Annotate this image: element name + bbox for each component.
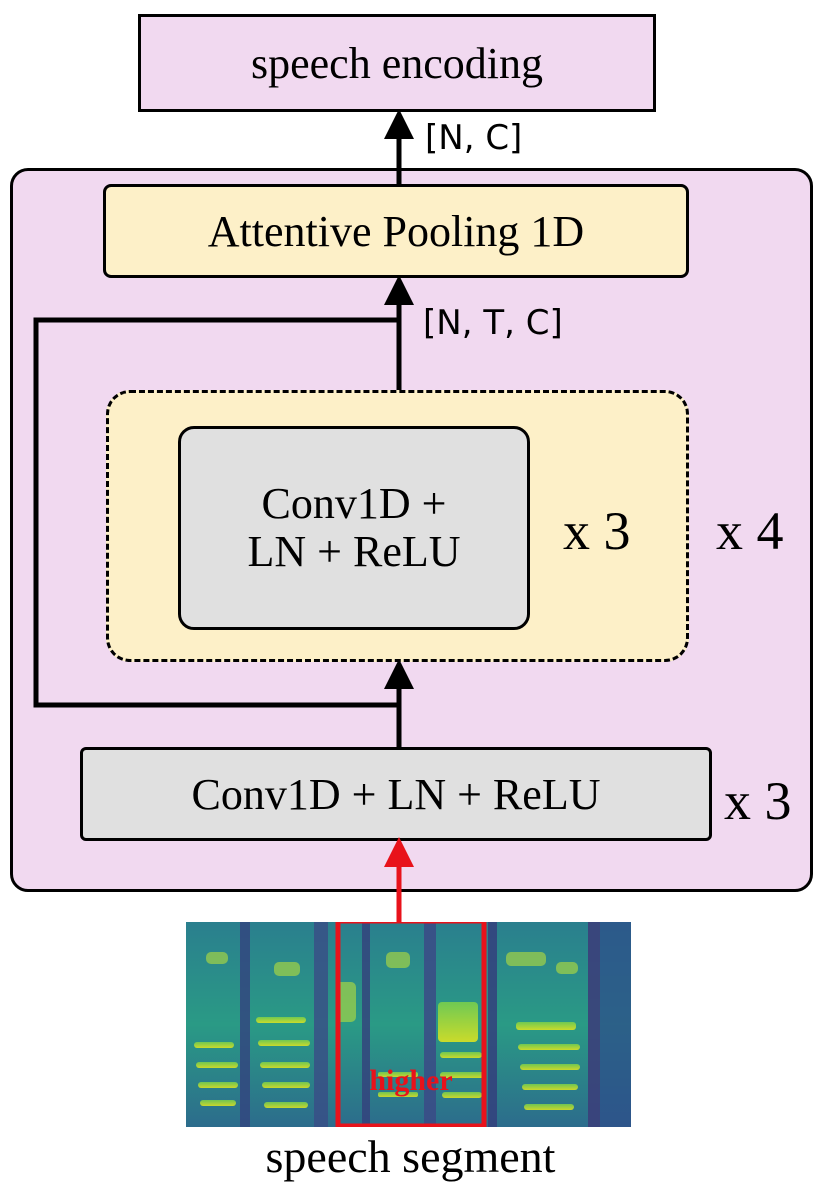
shape-label-nc: [N, C] xyxy=(425,118,523,158)
outer-repeat-label: x 4 xyxy=(716,501,784,561)
conv-ln-relu-stem-node: Conv1D + LN + ReLU xyxy=(80,747,712,841)
stem-label: Conv1D + LN + ReLU xyxy=(191,769,601,819)
stem-repeat-label: x 3 xyxy=(724,771,792,831)
speech-encoding-label: speech encoding xyxy=(251,38,543,88)
spectrogram-image xyxy=(186,922,631,1127)
inner-node-line-1: Conv1D + xyxy=(261,478,447,528)
highlight-label: higher xyxy=(369,1064,453,1097)
inner-repeat-label: x 3 xyxy=(563,501,631,561)
speech-encoding-node: speech encoding xyxy=(138,14,656,112)
attentive-pooling-node: Attentive Pooling 1D xyxy=(103,184,689,278)
speech-segment-caption: speech segment xyxy=(265,1131,556,1182)
attentive-pooling-label: Attentive Pooling 1D xyxy=(207,206,585,256)
shape-label-ntc: [N, T, C] xyxy=(423,303,563,343)
skip-connection xyxy=(33,317,399,708)
inner-node-line-2: LN + ReLU xyxy=(247,527,461,576)
conv-ln-relu-inner-node: Conv1D + LN + ReLU xyxy=(178,426,530,630)
